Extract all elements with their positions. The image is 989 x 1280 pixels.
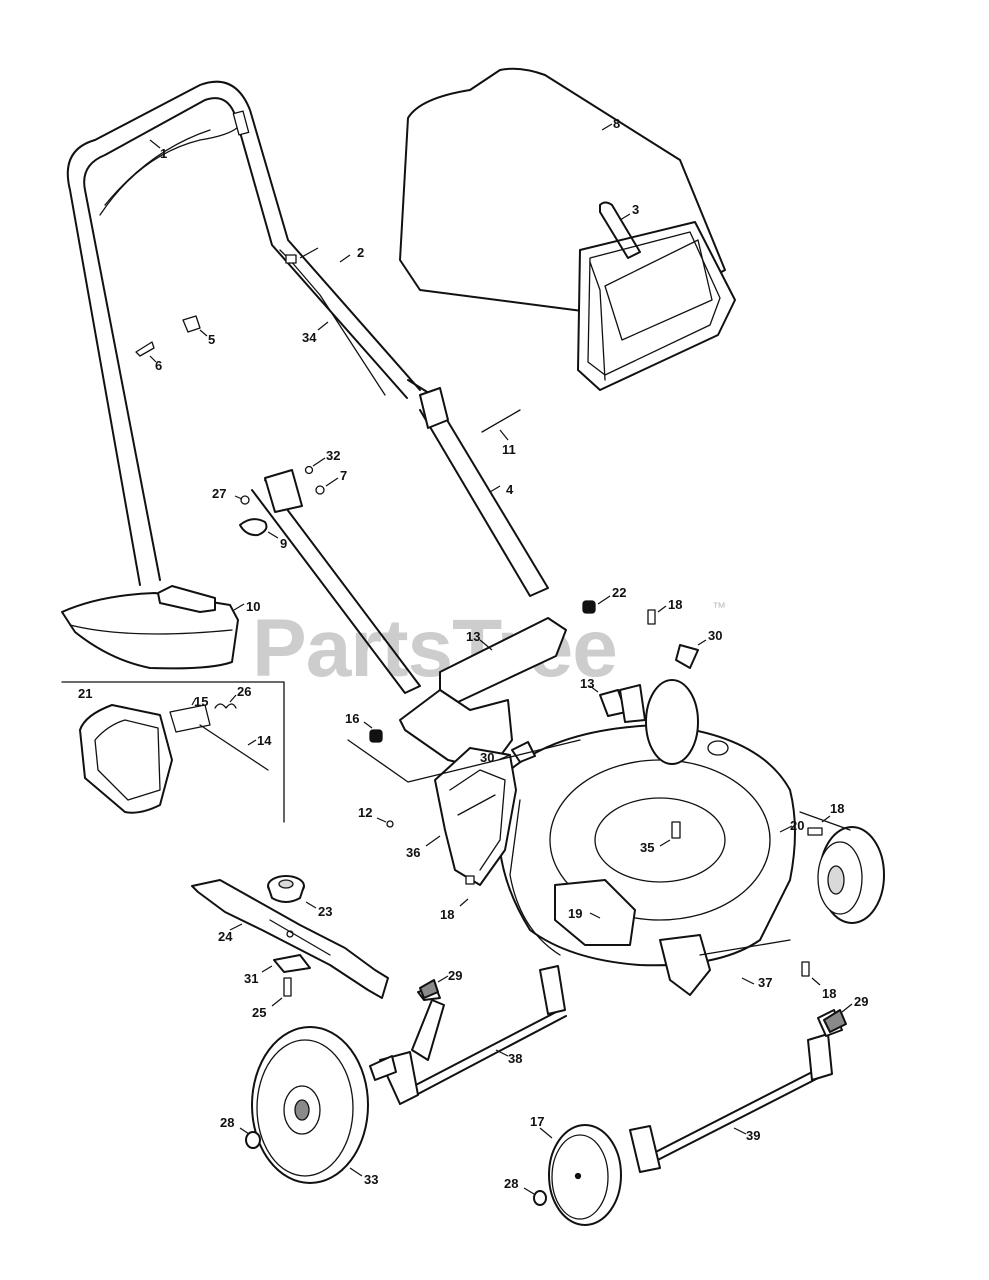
lock-washer [304,465,314,475]
callout-33: 33 [364,1172,378,1187]
callout-18a: 18 [668,597,682,612]
callout-19: 19 [568,906,582,921]
callout-4: 4 [506,482,514,497]
callout-17: 17 [530,1114,544,1129]
rear-axle-assembly [379,965,567,1105]
inset-frame [61,681,285,823]
callout-1: 1 [160,146,167,161]
rear-wheel-right [817,826,885,924]
mower-deck [499,684,796,996]
callout-13a: 13 [466,629,480,644]
watermark-trademark: ™ [712,599,726,615]
callout-7: 7 [340,468,347,483]
upper-handle [66,80,421,586]
hex-bolt-top [647,609,656,625]
reference-line-right [799,811,851,831]
callout-18d: 18 [822,986,836,1001]
blade-adapter [267,875,305,903]
callout-28b: 28 [504,1176,518,1191]
callout-24: 24 [218,929,233,944]
small-nut [386,820,394,828]
callout-21: 21 [78,686,92,701]
callout-10: 10 [246,599,260,614]
callout-30a: 30 [708,628,722,643]
callout-25: 25 [252,1005,266,1020]
cable-clip [285,254,297,264]
leader-1 [149,139,161,149]
callout-23: 23 [318,904,332,919]
callout-27: 27 [212,486,226,501]
front-axle-assembly [629,1009,843,1173]
callout-12: 12 [358,805,372,820]
height-adjuster-bracket [434,747,517,886]
lever-grip-left [419,979,439,999]
hex-bolt-lower-right [801,961,810,977]
side-discharge-chute [61,585,239,670]
wheel-nut-rear [245,1131,261,1149]
wing-knob [239,518,268,537]
door-spring-right [582,600,596,614]
hex-nut [315,485,325,495]
mulch-door [79,704,173,814]
callout-18c: 18 [440,907,454,922]
callout-34: 34 [302,330,317,345]
hinge-rod [199,724,269,771]
callout-31: 31 [244,971,258,986]
callout-32: 32 [326,448,340,463]
height-adjust-knob-top [675,644,699,669]
callout-11: 11 [502,442,516,457]
rear-wheel-right-upper [645,679,699,765]
callout-38: 38 [508,1051,522,1066]
callout-16: 16 [345,711,359,726]
door-spring-left [369,729,383,743]
callout-26: 26 [237,684,251,699]
callout-9: 9 [280,536,287,551]
blade-bolt [283,977,292,997]
reference-line-left [347,739,581,783]
callout-36: 36 [406,845,420,860]
blade-stiffener [273,954,311,973]
callout-6: 6 [155,358,162,373]
front-wheel [548,1124,622,1226]
callout-8: 8 [613,116,620,131]
callout-14: 14 [257,733,272,748]
callout-20: 20 [790,818,804,833]
callout-5: 5 [208,332,215,347]
callout-39: 39 [746,1128,760,1143]
callout-35: 35 [640,840,654,855]
callout-2: 2 [357,245,364,260]
cable-tie [182,315,201,333]
callout-15: 15 [194,694,208,709]
watermark-text: PartsTree [252,603,617,694]
wheel-nut-front [533,1190,547,1206]
carriage-bolt [240,495,250,505]
torsion-spring [214,703,237,709]
callout-22: 22 [612,585,626,600]
callout-29a: 29 [448,968,462,983]
callout-37: 37 [758,975,772,990]
lower-handle [251,379,549,694]
callout-29b: 29 [854,994,868,1009]
callout-18b: 18 [830,801,844,816]
callout-3: 3 [632,202,639,217]
wire-clip [135,341,155,357]
callout-28a: 28 [220,1115,234,1130]
mower-blade [191,879,389,999]
rear-wheel-left [251,1026,397,1184]
control-cable [279,249,386,396]
grass-bag [399,67,736,391]
lever-grip-right [823,1009,847,1033]
hex-bolt-left [465,875,475,885]
callout-13b: 13 [580,676,594,691]
hex-bolt-right [807,827,823,836]
lock-pin [481,409,521,433]
blade-adapter-bolt [671,821,681,839]
height-adjust-knob-left [511,741,536,763]
